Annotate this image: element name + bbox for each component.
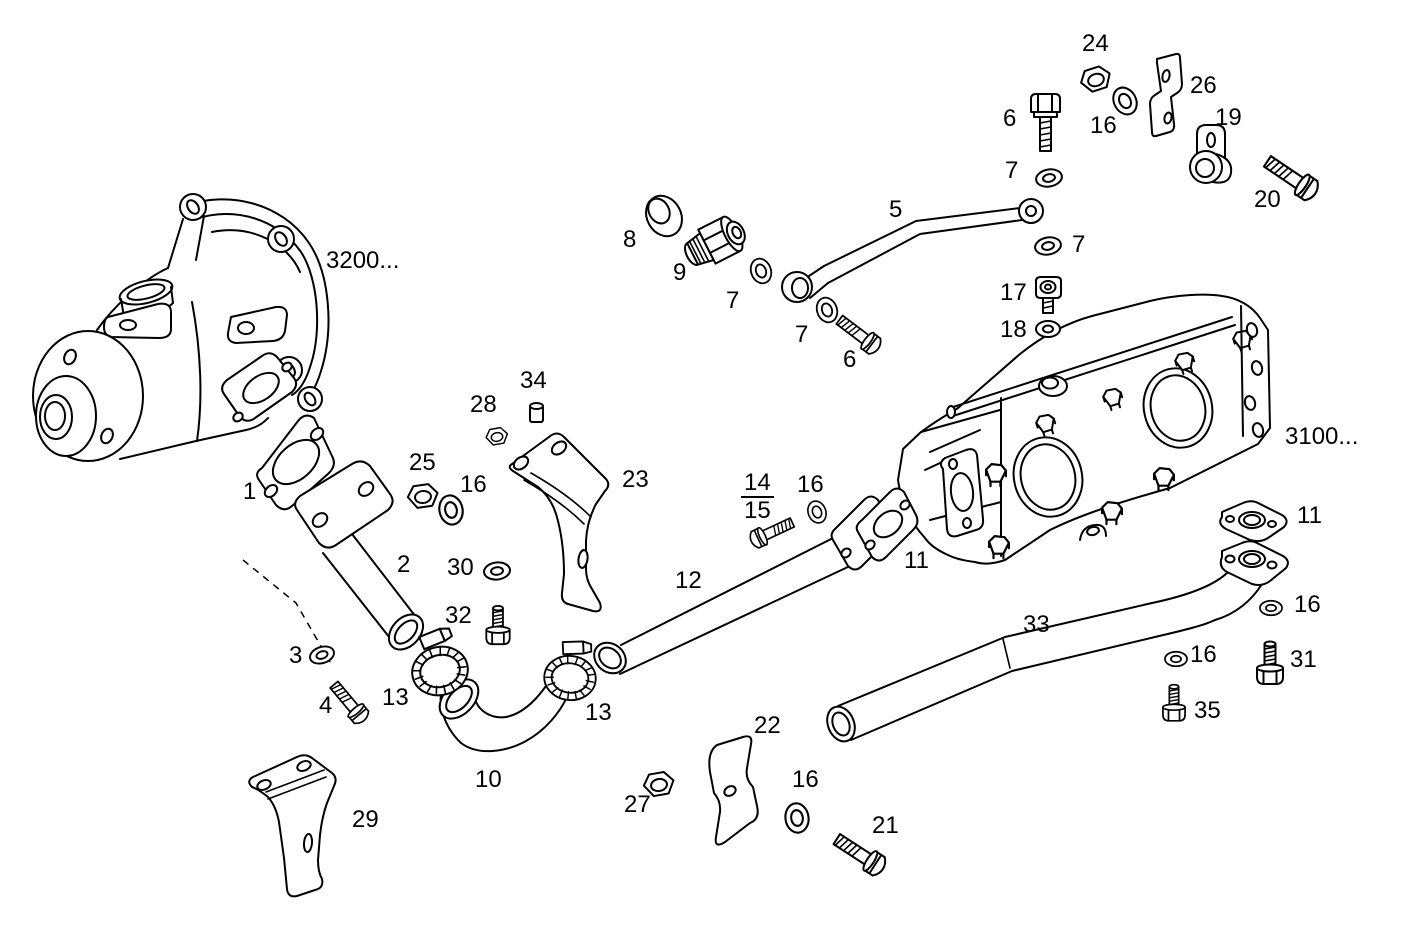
- part-washer-7-c: [746, 254, 776, 288]
- part-clamp-13-b: [541, 636, 601, 704]
- part-label-6: 6: [1003, 105, 1017, 132]
- part-label-11: 11: [904, 547, 929, 574]
- part-label-31: 31: [1290, 646, 1317, 673]
- part-washer-16-c: [804, 497, 830, 527]
- part-label-16: 16: [1090, 112, 1117, 139]
- part-label-15: 15: [744, 497, 771, 524]
- assembly-ref-3200: 3200...: [326, 247, 400, 274]
- part-label-14: 14: [741, 471, 774, 498]
- part-nut-28: [484, 425, 510, 447]
- part-label-3: 3: [289, 642, 303, 669]
- part-label-32: 32: [445, 602, 472, 629]
- part-washer-16-e: [1259, 599, 1283, 617]
- part-label-2: 2: [397, 551, 411, 578]
- part-bracket-23: [508, 432, 610, 613]
- part-label-9: 9: [673, 259, 687, 286]
- part-label-20: 20: [1254, 186, 1281, 213]
- part-label-16: 16: [1294, 591, 1321, 618]
- part-outlet-pipe-2: [294, 460, 425, 651]
- part-bracket-29: [248, 754, 337, 898]
- part-label-21: 21: [872, 812, 899, 839]
- part-label-16: 16: [460, 471, 487, 498]
- part-water-pump: [32, 193, 330, 462]
- part-label-14-15: 14 15: [741, 471, 774, 523]
- part-bolt-6-b: [832, 310, 886, 358]
- part-label-1: 1: [243, 478, 257, 505]
- part-pipe-12: [593, 495, 895, 675]
- assembly-ref-3100: 3100...: [1285, 423, 1359, 450]
- part-label-7: 7: [726, 287, 740, 314]
- part-bolt-4: [325, 677, 373, 728]
- part-label-18: 18: [1000, 316, 1027, 343]
- part-manifold-3100: [897, 293, 1271, 565]
- part-label-13: 13: [382, 684, 409, 711]
- part-label-16: 16: [1190, 641, 1217, 668]
- part-label-13: 13: [585, 699, 612, 726]
- part-label-25: 25: [409, 449, 436, 476]
- part-bolt-35: [1162, 683, 1186, 722]
- part-label-16: 16: [792, 766, 819, 793]
- part-washer-16-d: [782, 800, 812, 836]
- part-nut-25: [405, 482, 441, 510]
- part-label-12: 12: [675, 567, 702, 594]
- part-label-26: 26: [1190, 72, 1217, 99]
- part-label-4: 4: [319, 692, 333, 719]
- part-label-7: 7: [1005, 157, 1019, 184]
- part-label-6: 6: [843, 346, 857, 373]
- part-label-5: 5: [889, 196, 903, 223]
- part-washer-7-d: [812, 293, 842, 327]
- part-gasket-11-b: [1219, 500, 1288, 543]
- part-washer-3: [306, 642, 338, 668]
- part-label-16: 16: [797, 471, 824, 498]
- part-washer-30: [482, 560, 512, 582]
- part-label-11: 11: [1297, 502, 1322, 529]
- part-plate-22: [708, 735, 759, 846]
- part-washer-16-f: [1164, 650, 1188, 668]
- part-label-33: 33: [1023, 611, 1050, 638]
- part-clamp-19: [1189, 124, 1233, 184]
- part-nut-24: [1077, 62, 1115, 96]
- part-washer-18: [1035, 320, 1061, 338]
- part-pipe-33: [826, 540, 1289, 743]
- part-bolt-32: [485, 605, 511, 646]
- part-label-19: 19: [1215, 104, 1242, 131]
- part-label-7: 7: [795, 321, 809, 348]
- part-label-35: 35: [1194, 697, 1221, 724]
- part-label-24: 24: [1082, 30, 1109, 57]
- part-label-23: 23: [622, 466, 649, 493]
- part-label-29: 29: [352, 806, 379, 833]
- part-label-8: 8: [623, 226, 637, 253]
- assembly-alignment-dashes: [242, 559, 331, 663]
- part-bolt-6-a: [1030, 93, 1061, 152]
- part-washer-16-b: [435, 492, 467, 528]
- part-label-34: 34: [520, 367, 547, 394]
- part-bolt-31: [1256, 640, 1284, 685]
- part-washer-7-b: [1032, 234, 1064, 258]
- part-label-28: 28: [470, 391, 497, 418]
- part-cap-8: [645, 194, 683, 238]
- part-label-22: 22: [754, 712, 781, 739]
- part-bracket-26: [1149, 52, 1183, 138]
- part-gasket-1: [256, 414, 335, 511]
- part-pipe-5: [781, 198, 1044, 303]
- part-gasket-11-a: [855, 487, 919, 562]
- part-label-7: 7: [1072, 231, 1086, 258]
- part-label-27: 27: [624, 791, 651, 818]
- part-label-30: 30: [447, 554, 474, 581]
- part-washer-7-a: [1033, 166, 1065, 190]
- part-label-17: 17: [1000, 279, 1027, 306]
- part-label-10: 10: [475, 766, 502, 793]
- part-plug-34: [529, 402, 544, 423]
- part-union-9: [683, 215, 746, 266]
- part-banjo-bolt-17: [1035, 276, 1062, 314]
